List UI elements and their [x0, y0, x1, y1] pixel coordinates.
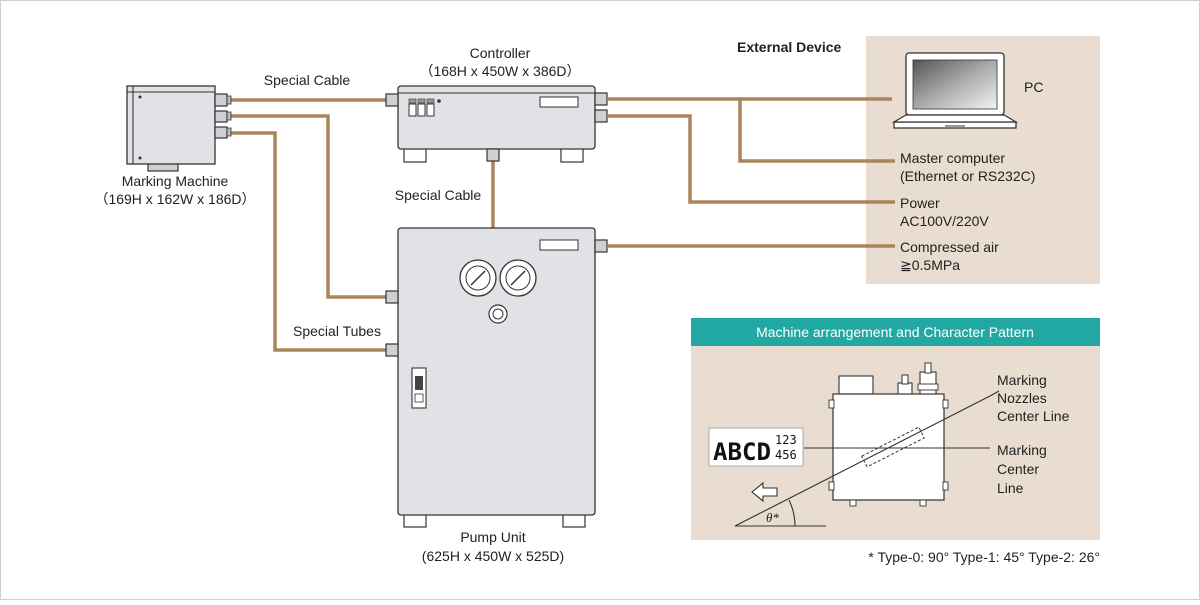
controller-foot-right: [560, 147, 584, 163]
external-master-computer-detail: (Ethernet or RS232C): [900, 168, 1035, 184]
arrangement-machine-body: [832, 393, 945, 501]
controller-connector-bottom: [486, 148, 500, 162]
controller: [385, 85, 608, 163]
cables: [230, 97, 895, 352]
marking-machine-body: [126, 85, 216, 165]
center-label-3: Line: [997, 480, 1024, 496]
tube-lower: [230, 131, 388, 352]
controller-body: [397, 85, 596, 150]
controller-name: Controller: [470, 45, 531, 61]
center-label-1: Marking: [997, 442, 1047, 458]
external-device-title: External Device: [737, 39, 841, 55]
sample-characters: ABCD: [713, 438, 771, 466]
controller-connector-right-2: [594, 109, 608, 123]
nozzles-label-2: Nozzles: [997, 390, 1047, 406]
theta-arc: [788, 499, 796, 527]
sample-digits-bottom: 456: [775, 448, 797, 462]
arrangement-title-bar: [691, 318, 1100, 346]
nozzle-rectangle: [861, 426, 925, 468]
cable-master-computer: [738, 99, 895, 163]
marking-machine-name: Marking Machine: [122, 173, 229, 189]
pump-unit: [385, 227, 608, 528]
special-cable-top-label: Special Cable: [264, 72, 351, 88]
theta-label: θ*: [766, 510, 779, 525]
special-tubes-label: Special Tubes: [293, 323, 381, 339]
pump-gauge-right: [499, 259, 537, 297]
controller-connector-left: [385, 93, 399, 107]
nozzle-center-line: [734, 395, 991, 527]
pump-display: [539, 239, 579, 251]
nozzles-label-1: Marking: [997, 372, 1047, 388]
pump-gauge-left: [459, 259, 497, 297]
marking-machine-dims: （169H x 162W x 186D）: [94, 191, 255, 207]
arrangement-drawing: [708, 362, 1000, 527]
sample-digits-top: 123: [775, 433, 797, 447]
controller-foot-left: [403, 147, 427, 163]
pump-connector-left-2: [385, 343, 399, 357]
character-sample-box: [708, 427, 804, 467]
external-pc: PC: [1024, 79, 1043, 95]
marking-connector-1: [214, 93, 228, 107]
marking-connector-2: [214, 110, 228, 123]
center-label-2: Center: [997, 461, 1039, 477]
marking-connector-3: [214, 126, 228, 139]
tube-upper: [230, 114, 388, 299]
pump-connector-right: [594, 239, 608, 253]
laptop-icon: [891, 52, 1019, 129]
footnote: * Type-0: 90° Type-1: 45° Type-2: 26°: [868, 549, 1100, 565]
direction-arrow-icon: [751, 481, 778, 503]
pump-connector-left-1: [385, 290, 399, 304]
external-compressed-air-detail: ≧0.5MPa: [900, 257, 960, 273]
cable-power: [608, 114, 895, 204]
external-power: Power: [900, 195, 940, 211]
pump-unit-body: [397, 227, 596, 516]
external-compressed-air: Compressed air: [900, 239, 999, 255]
controller-dims: （168H x 450W x 386D）: [419, 63, 580, 79]
nozzles-label-3: Center Line: [997, 408, 1070, 424]
controller-display: [539, 96, 579, 108]
arrangement-title: Machine arrangement and Character Patter…: [756, 324, 1034, 340]
external-master-computer: Master computer: [900, 150, 1005, 166]
marking-machine: [126, 85, 232, 172]
pump-unit-dims: (625H x 450W x 525D): [422, 548, 564, 564]
special-cable-mid-label: Special Cable: [395, 187, 482, 203]
pump-unit-name: Pump Unit: [460, 529, 525, 545]
external-power-detail: AC100V/220V: [900, 213, 989, 229]
controller-connector-right-1: [594, 92, 608, 106]
